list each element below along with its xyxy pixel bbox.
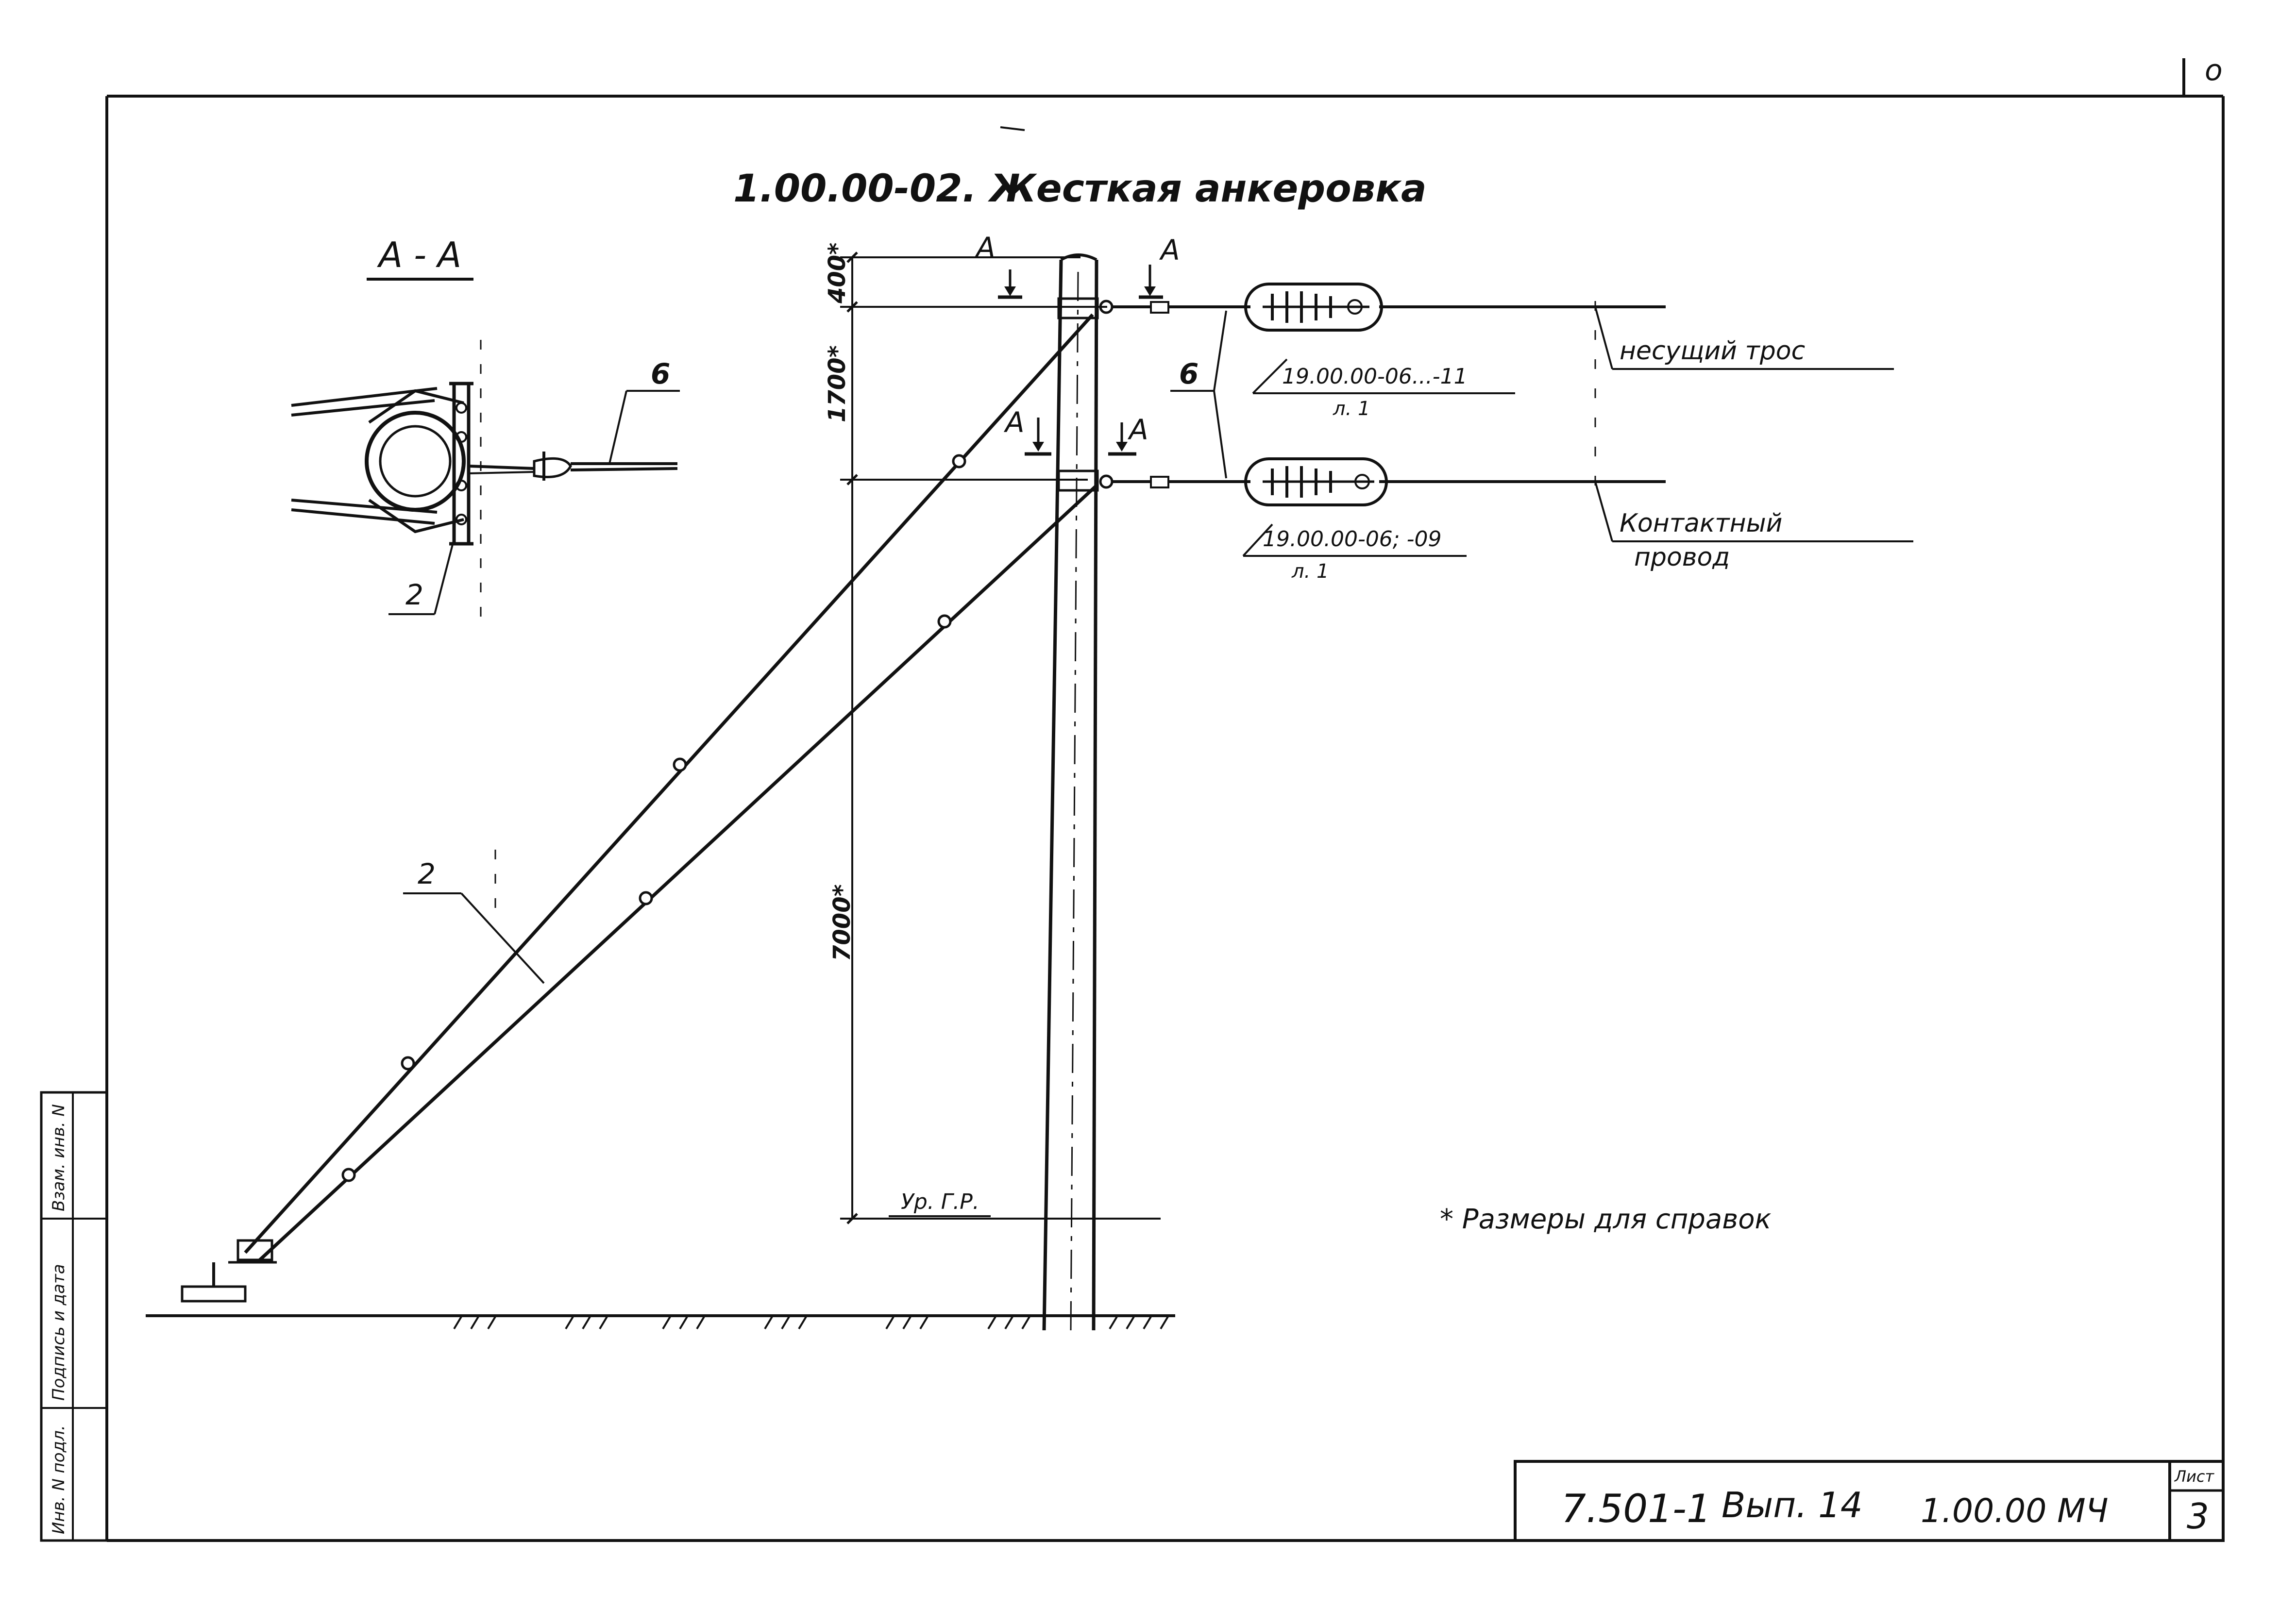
contact-wire-label-1: Контактный — [1620, 509, 1782, 538]
stamp-signature: Подпись и дата — [49, 1264, 68, 1401]
cut-mark-3: А — [1003, 406, 1025, 439]
dim-middle: 1700* — [824, 345, 851, 422]
section-label: А - А — [377, 234, 461, 275]
dimensions: 400* 1700* 7000* Ур. Г.Р. — [824, 243, 1161, 1224]
insulator-link-callout: 6 — [1179, 357, 1199, 390]
guy-wires: 2 — [181, 313, 1098, 1303]
insulator-upper-ref: 19.00.00-06...-11 — [1282, 364, 1468, 389]
dim-height: 7000* — [828, 884, 856, 961]
note: * Размеры для справок — [1440, 1204, 1771, 1235]
insulator-upper-sheet: л. 1 — [1333, 398, 1370, 420]
contact-wire-label-2: провод — [1634, 543, 1730, 572]
insulator-lower-sheet: л. 1 — [1291, 560, 1329, 583]
cut-marks: А А А А — [974, 231, 1180, 456]
stamp-inventory: Инв. N подл. — [49, 1425, 68, 1534]
insulator-upper: 19.00.00-06...-11 л. 1 — [1244, 283, 1515, 420]
side-stamp: Инв. N подл. Подпись и дата Взам. инв. N — [40, 1091, 108, 1542]
wire-labels: несущий трос Контактный провод — [1594, 306, 1913, 572]
corner-mark: о — [2205, 53, 2223, 87]
wire-assemblies: 6 — [1099, 300, 1666, 489]
cut-mark-1: А — [974, 231, 996, 264]
insulator-lower: 19.00.00-06; -09 л. 1 — [1242, 457, 1467, 583]
issue: Вып. 14 — [1722, 1485, 1863, 1525]
dim-top: 400* — [824, 243, 851, 304]
title-block: 7.501-1 Вып. 14 1.00.00 МЧ Лист 3 — [1514, 1460, 2225, 1542]
drawing-title: 1.00.00-02. Жесткая анкеровка — [733, 167, 1427, 211]
carrier-wire-label: несущий трос — [1620, 336, 1805, 366]
sheet-number: 3 — [2187, 1496, 2209, 1537]
guy-callout: 2 — [418, 857, 436, 890]
insulator-lower-ref: 19.00.00-06; -09 — [1263, 527, 1441, 552]
cut-mark-2: А — [1159, 234, 1180, 267]
designation: 7.501-1 — [1561, 1486, 1711, 1531]
stamp-replacement: Взам. инв. N — [49, 1104, 68, 1211]
section-callout-bracket: 2 — [405, 578, 423, 611]
pole — [1042, 253, 1099, 1331]
ground-level-label: Ур. Г.Р. — [901, 1189, 979, 1214]
cut-mark-4: А — [1127, 413, 1148, 446]
title-tick — [1000, 126, 1025, 131]
section-view: А - А 6 2 — [291, 234, 680, 631]
ground-line — [146, 1314, 1175, 1330]
section-callout-cable: 6 — [651, 357, 670, 390]
document-code: 1.00.00 МЧ — [1921, 1492, 2108, 1530]
sheet-label: Лист — [2174, 1467, 2214, 1486]
